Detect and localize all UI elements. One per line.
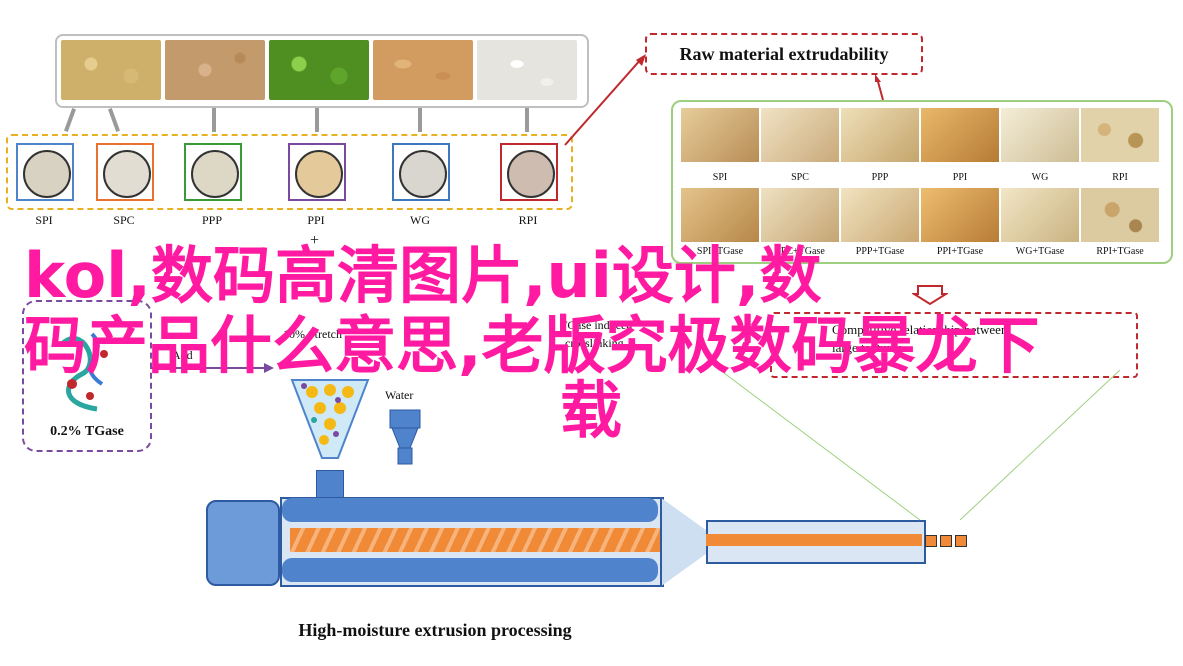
grain-rice-image bbox=[477, 40, 577, 100]
protein-structure-icon bbox=[60, 332, 108, 412]
powder-panel bbox=[6, 134, 573, 210]
extruder-segment bbox=[282, 558, 658, 582]
extrudate-image bbox=[681, 188, 759, 242]
overlay-headline-line1: kol,数码高清图片,ui设计,数 bbox=[24, 239, 822, 312]
red-arrow-icon bbox=[564, 54, 646, 146]
extrudate-label: PPP+TGase bbox=[855, 246, 905, 257]
extrudate-label: SPI bbox=[712, 172, 728, 183]
extrudate-image bbox=[1081, 188, 1159, 242]
extruder-segment bbox=[282, 498, 658, 522]
extrudate-image bbox=[1081, 108, 1159, 162]
extrudate-image bbox=[761, 108, 839, 162]
powder-spc-dish bbox=[96, 143, 154, 201]
extrudate-strand bbox=[706, 534, 922, 546]
extrudate-label: SPC+TGase bbox=[775, 246, 825, 257]
grain-wheat-image bbox=[373, 40, 473, 100]
extrudate-label: WG+TGase bbox=[1015, 246, 1065, 257]
connector-lines bbox=[719, 370, 1121, 521]
extrudate-image bbox=[681, 108, 759, 162]
powder-label: PPI bbox=[307, 213, 325, 227]
arrow-down bbox=[315, 108, 319, 132]
extrudate-label: PPI+TGase bbox=[936, 246, 984, 257]
crosslinking-label: crosslinking bbox=[565, 336, 624, 350]
diagram-title: Raw material extrudability bbox=[645, 33, 923, 75]
add-label: Add bbox=[172, 348, 193, 362]
extrudate-image bbox=[1001, 108, 1079, 162]
water-label: Water bbox=[385, 388, 414, 402]
overlay-headline-line3: 载 bbox=[560, 374, 623, 447]
extrudate-image bbox=[841, 188, 919, 242]
tgase-induced-label: TGase induced bbox=[560, 318, 633, 332]
process-label: High-moisture extrusion processing bbox=[298, 620, 572, 640]
extrudate-image bbox=[921, 188, 999, 242]
powder-label: RPI bbox=[518, 213, 538, 227]
extrudate-photo-panel: SPI SPC PPP PPI WG RPI SPI+TGase SPC+TGa… bbox=[671, 100, 1173, 264]
extrudate-image bbox=[921, 108, 999, 162]
extrudate-piece bbox=[925, 535, 937, 547]
water-funnel-icon bbox=[389, 409, 421, 465]
arrow-down bbox=[64, 108, 76, 132]
arrow-up-icon bbox=[875, 74, 884, 101]
correlation-box: Competitive relationship between large t… bbox=[770, 312, 1138, 378]
powder-spi-dish bbox=[16, 143, 74, 201]
extrudate-image bbox=[761, 188, 839, 242]
grain-soybean-image bbox=[61, 40, 161, 100]
extrudate-label: SPI+TGase bbox=[696, 246, 744, 257]
extrudate-piece bbox=[940, 535, 952, 547]
extruder-motor bbox=[206, 500, 280, 586]
correlation-text-2: large textures bbox=[832, 340, 903, 355]
tgase-box: 0.2% TGase bbox=[22, 300, 152, 452]
powder-label: PPP bbox=[201, 213, 223, 227]
stretch-label: 10% Stretch bbox=[283, 327, 342, 341]
grain-photos-panel bbox=[55, 34, 589, 108]
hopper-icon bbox=[290, 379, 370, 459]
extrudate-piece bbox=[955, 535, 967, 547]
powder-label: WG bbox=[410, 213, 430, 227]
extrudate-image bbox=[841, 108, 919, 162]
purple-arrow-icon bbox=[150, 363, 274, 373]
down-arrow-icon bbox=[912, 285, 948, 306]
powder-wg-dish bbox=[392, 143, 450, 201]
arrow-down bbox=[212, 108, 216, 132]
extrudate-label: PPI bbox=[952, 172, 968, 183]
powder-label: SPI bbox=[35, 213, 53, 227]
grain-peanut-image bbox=[165, 40, 265, 100]
arrow-down bbox=[525, 108, 529, 132]
extrudate-label: RPI bbox=[1112, 172, 1128, 183]
tgase-label: 0.2% TGase bbox=[50, 424, 124, 439]
powder-ppi-dish bbox=[288, 143, 346, 201]
powder-rpi-dish bbox=[500, 143, 558, 201]
correlation-text: Competitive relationship between bbox=[832, 322, 1008, 337]
arrow-down bbox=[418, 108, 422, 132]
extrudate-label: SPC bbox=[791, 172, 809, 183]
extrudate-label: PPP bbox=[871, 172, 889, 183]
hopper-neck bbox=[316, 470, 344, 500]
plus-sign: + bbox=[310, 232, 320, 249]
extrudate-label: WG bbox=[1031, 172, 1049, 183]
arrow-down bbox=[108, 108, 120, 132]
extrudate-label: RPI+TGase bbox=[1096, 246, 1144, 257]
powder-ppp-dish bbox=[184, 143, 242, 201]
powder-label: SPC bbox=[113, 213, 135, 227]
grain-pea-image bbox=[269, 40, 369, 100]
overlay-headline-line2: 码产品什么意思,老版究极数码暴龙下 bbox=[24, 309, 1040, 382]
extruder-screw bbox=[290, 528, 660, 552]
extrudate-image bbox=[1001, 188, 1079, 242]
